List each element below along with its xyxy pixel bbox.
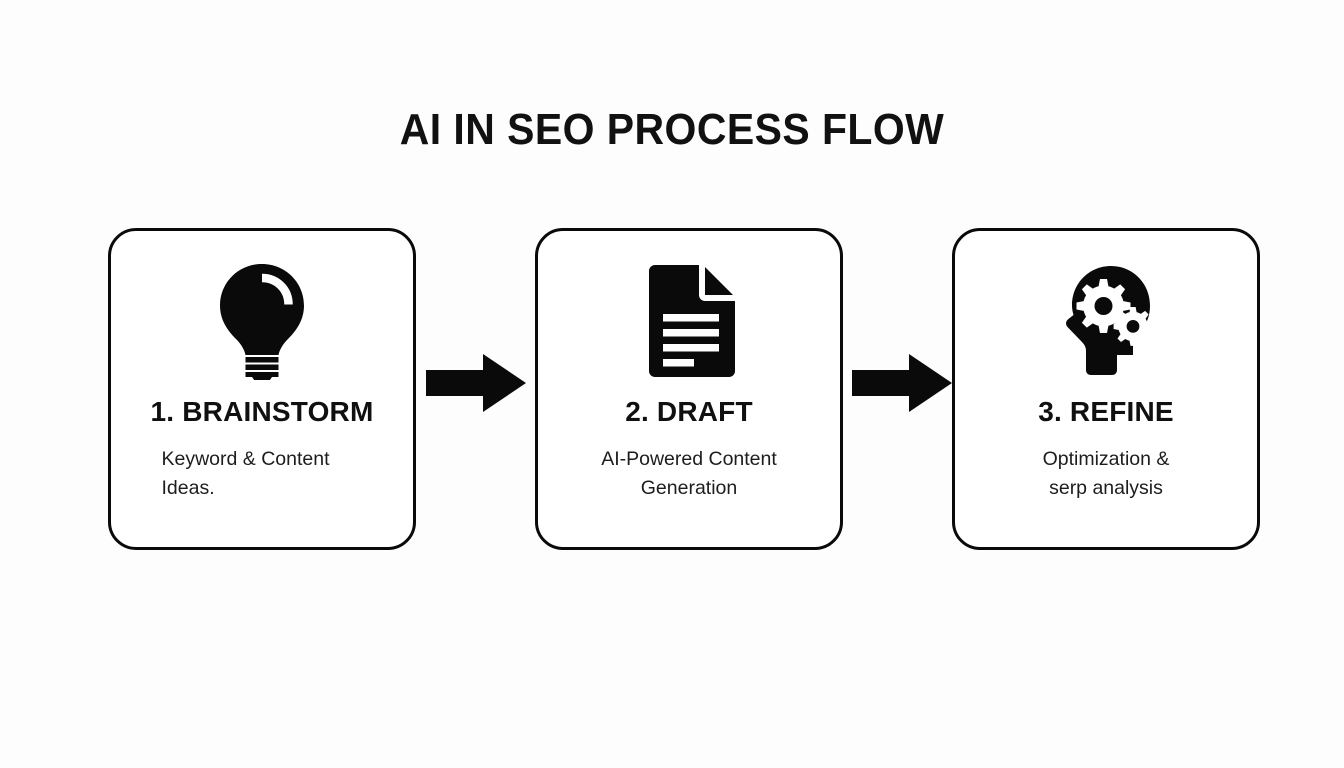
- arrow-right-icon: [426, 354, 526, 412]
- step-description: Optimization & serp analysis: [1042, 448, 1170, 499]
- step-description: Keyword & Content Ideas.: [161, 448, 330, 499]
- step-card-brainstorm[interactable]: 1. BRAINSTORM Keyword & Content Ideas.: [108, 228, 416, 550]
- lightbulb-icon: [216, 253, 308, 388]
- page-title: AI IN SEO PROCESS FLOW: [399, 105, 945, 154]
- document-icon: [643, 253, 735, 388]
- step-card-draft[interactable]: 2. DRAFT AI-Powered Content Generation: [535, 228, 843, 550]
- step-heading: 3. REFINE: [1038, 396, 1174, 427]
- step-card-refine[interactable]: 3. REFINE Optimization & serp analysis: [952, 228, 1260, 550]
- step-heading: 2. DRAFT: [625, 396, 753, 427]
- arrow-right-icon: [852, 354, 952, 412]
- process-steps-row: 1. BRAINSTORM Keyword & Content Ideas.: [108, 228, 1260, 550]
- head-gears-icon: [1056, 253, 1156, 388]
- step-heading: 1. BRAINSTORM: [150, 396, 374, 427]
- step-description: AI-Powered Content Generation: [601, 448, 777, 499]
